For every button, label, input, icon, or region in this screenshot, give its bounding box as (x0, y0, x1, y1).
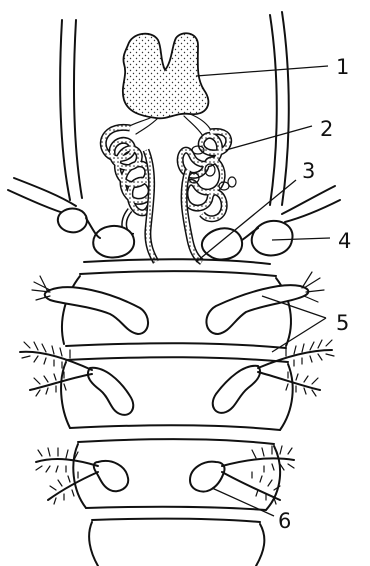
parapodia-segment-2 (20, 340, 334, 415)
label-1: 1 (336, 55, 349, 79)
label-6: 6 (278, 509, 291, 533)
label-3: 3 (302, 159, 315, 183)
label-4: 4 (338, 229, 351, 253)
label-2: 2 (320, 117, 333, 141)
gland-sac (123, 33, 209, 118)
label-5: 5 (336, 311, 349, 335)
anterior-segment-lobes (58, 209, 293, 260)
